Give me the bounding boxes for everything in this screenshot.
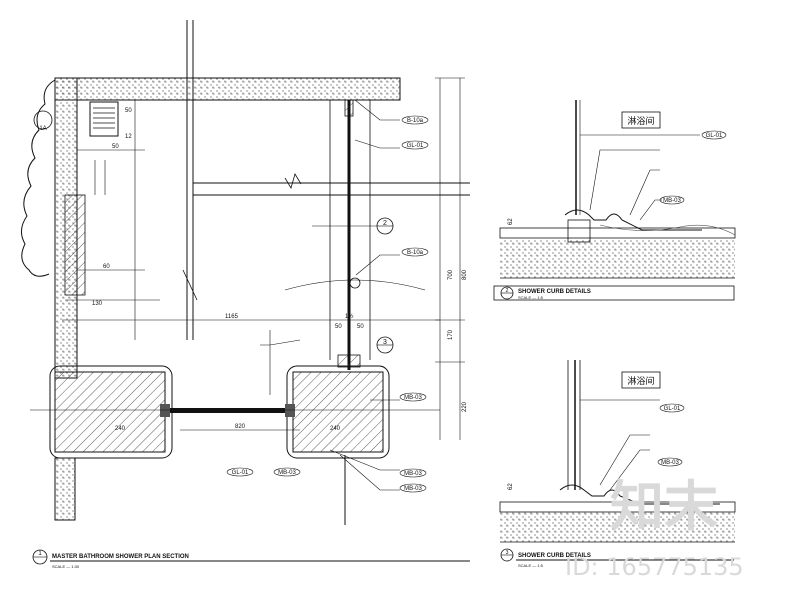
dim-240a: 240 xyxy=(115,426,126,432)
detail2-label-cn: 淋浴间 xyxy=(627,115,654,126)
tag-mb03-3: MB-03 xyxy=(404,471,422,477)
detail2-number: 2 xyxy=(506,288,509,294)
detail-3: 淋浴间 GL-01 MB-03 62 3 SHOWER CURB DETAILS… xyxy=(499,360,736,568)
dim-50d: 50 xyxy=(357,324,364,330)
dim-220: 220 xyxy=(462,401,468,412)
section-marker-2: 2 xyxy=(383,220,387,227)
tag-gl01-1: GL-01 xyxy=(407,143,424,149)
plan-title: MASTER BATHROOM SHOWER PLAN SECTION xyxy=(52,554,189,560)
tag-mb03-1: MB-03 xyxy=(278,470,296,476)
dim-half: 1½ xyxy=(345,313,353,320)
dim-820: 820 xyxy=(235,424,246,430)
tag-b10a-2: B-10a xyxy=(407,250,424,256)
top-wall xyxy=(54,77,401,101)
watermark-id: ID: 165775135 xyxy=(565,553,744,581)
detail3-title: SHOWER CURB DETAILS xyxy=(518,553,591,559)
detail2-tag-gl01: GL-01 xyxy=(706,133,723,139)
stone-outline xyxy=(21,79,56,277)
detail3-tag-gl01: GL-01 xyxy=(664,406,681,412)
detail3-number: 3 xyxy=(506,550,509,556)
detail2-title: SHOWER CURB DETAILS xyxy=(518,289,591,295)
dim-130: 130 xyxy=(92,301,103,307)
dim-170: 170 xyxy=(448,329,454,340)
marker-1a: 1A xyxy=(39,126,46,132)
bottom-left-pillar xyxy=(54,371,166,453)
dim-50b: 50 xyxy=(112,144,119,150)
left-column xyxy=(64,194,86,296)
dim-800: 800 xyxy=(462,269,468,280)
tag-b10a-1: B-10a xyxy=(407,118,424,124)
dim-50c: 50 xyxy=(335,324,342,330)
detail2-tag-mb03: MB-03 xyxy=(663,198,681,204)
section-marker-3: 3 xyxy=(383,339,387,346)
tag-mb03-4: MB-03 xyxy=(404,486,422,492)
plan-section: 2 3 1A 50 12 50 60 130 1165 1½ 50 50 700… xyxy=(21,20,470,569)
detail-2: 淋浴间 GL-01 MB-03 62 2 SHOWER CURB DETAILS… xyxy=(493,100,736,301)
detail3-dim: 62 xyxy=(508,483,514,490)
tag-gl01-2: GL-01 xyxy=(232,470,249,476)
bottom-right-pillar xyxy=(292,371,384,453)
tag-mb03-2: MB-03 xyxy=(404,395,422,401)
dim-240b: 240 xyxy=(330,426,341,432)
detail3-scale: SCALE — 1:5 xyxy=(518,563,544,568)
dim-700: 700 xyxy=(448,269,454,280)
plan-scale: SCALE — 1:30 xyxy=(52,564,80,569)
dim-50a: 50 xyxy=(125,108,132,114)
detail2-scale: SCALE — 1:5 xyxy=(518,295,544,300)
vent-box xyxy=(89,101,119,137)
detail3-label-cn: 淋浴间 xyxy=(627,375,654,386)
watermark: 知末 ID: 165775135 xyxy=(565,475,744,581)
dim-60: 60 xyxy=(103,264,110,270)
watermark-logo: 知末 xyxy=(610,475,718,538)
plan-number: 1 xyxy=(38,551,42,557)
glass-panel-horizontal xyxy=(165,408,293,413)
detail2-dim: 62 xyxy=(508,218,514,225)
dim-1165: 1165 xyxy=(225,314,239,320)
dim-12: 12 xyxy=(125,134,132,140)
detail3-tag-mb03: MB-03 xyxy=(661,460,679,466)
